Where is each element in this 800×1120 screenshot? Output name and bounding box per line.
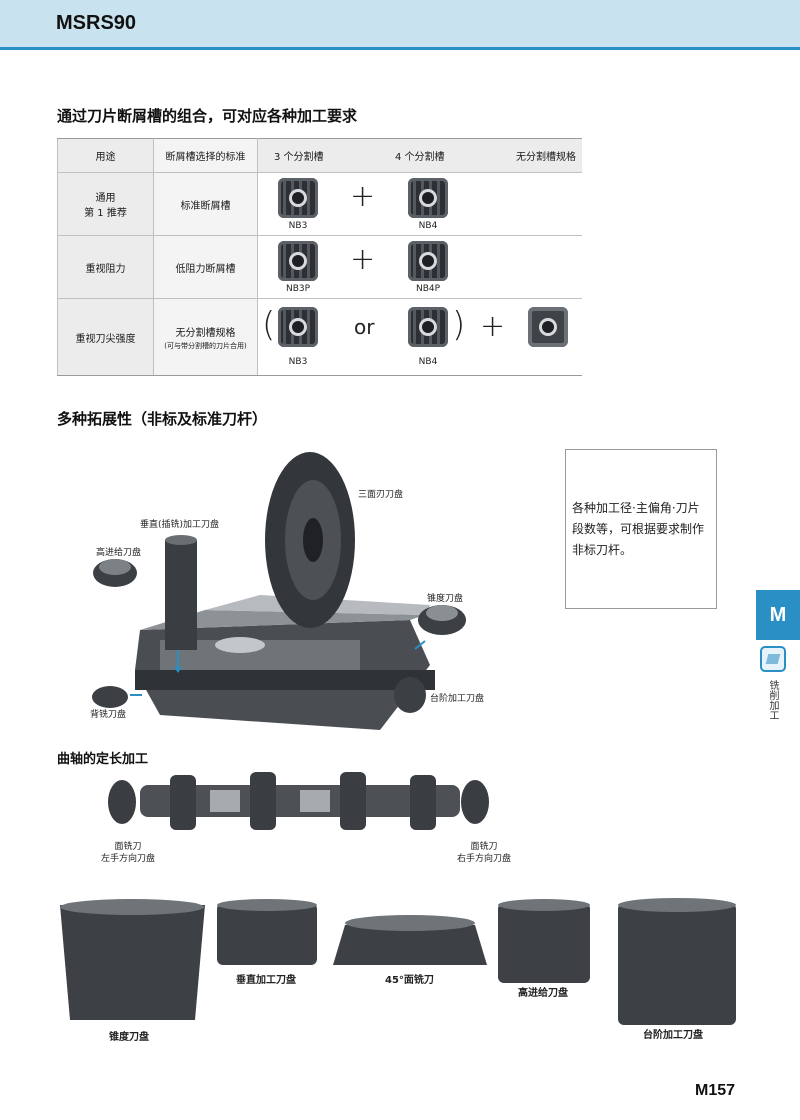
vertical-tool: [165, 540, 197, 650]
right-face-mill: [461, 780, 489, 824]
table-row: 重视阻力 低阻力断屑槽 NB3P + NB4P: [57, 235, 582, 299]
row-standard: 低阻力断屑槽: [153, 235, 258, 299]
insert-label: NB4P: [415, 284, 441, 294]
page-header: MSRS90: [0, 0, 800, 50]
page-title: MSRS90: [56, 12, 137, 34]
gallery-taper-cutter: [60, 905, 205, 1020]
label-vertical-cutter: 垂直(插铣)加工刀盘: [140, 520, 220, 530]
insert-nb3p-image: [278, 241, 318, 281]
row-use: 重视阻力: [57, 235, 154, 299]
header-use: 用途: [57, 138, 154, 173]
row-combo: NB3 + NB4: [257, 172, 582, 236]
label-taper-cutter: 锥度刀盘: [427, 594, 464, 604]
section-tab-m[interactable]: M: [756, 590, 800, 640]
section-title-expansion: 多种拓展性（非标及标准刀杆）: [57, 410, 268, 428]
insert-label: NB4: [418, 221, 438, 231]
row-use: 通用 第 1 推荐: [57, 172, 154, 236]
insert-combination-table: 用途 断屑槽选择的标准 3 个分割槽 4 个分割槽 无分割槽规格 通用 第 1 …: [57, 138, 582, 376]
label-right-line2: 右手方向刀盘: [456, 854, 511, 864]
header-no-groove: 无分割槽规格: [516, 152, 576, 163]
section-tab-label: 铣削加工: [767, 680, 778, 720]
label-high-feed-cutter: 高进给刀盘: [96, 548, 142, 558]
label-right-face-mill: 面铣刀 右手方向刀盘: [444, 841, 524, 865]
insert-no-groove-image: [528, 307, 568, 347]
workpiece-top: [140, 610, 425, 630]
insert-nb4p-image: [408, 241, 448, 281]
header-four-groove: 4 个分割槽: [395, 152, 445, 163]
gallery-45-cutter: [333, 925, 487, 965]
custom-tool-note: 各种加工径·主偏角·刀片段数等，可根据要求制作非标刀杆。: [565, 449, 717, 609]
row-use: 重视刀尖强度: [57, 298, 154, 376]
insert-label: NB3P: [285, 284, 311, 294]
crankshaft-image: [108, 772, 489, 830]
insert-nb4-image: [408, 307, 448, 347]
label-left-face-mill: 面铣刀 左手方向刀盘: [88, 841, 168, 865]
label-gallery-vertical: 垂直加工刀盘: [236, 975, 296, 986]
label-back-cutter: 背铣刀盘: [90, 710, 127, 720]
table-row: 重视刀尖强度 无分割槽规格 (可与带分割槽的刀片合用) ( NB3 or NB4…: [57, 298, 582, 376]
row-use-line1: 通用: [95, 193, 116, 204]
row-standard-note: (可与带分割槽的刀片合用): [164, 341, 247, 350]
back-milling-tool: [92, 686, 128, 708]
plus-sign: +: [480, 309, 506, 344]
plus-sign: +: [350, 242, 376, 277]
row-standard-title: 无分割槽规格: [175, 327, 236, 339]
header-three-groove: 3 个分割槽: [274, 152, 324, 163]
paren-open: (: [262, 305, 276, 345]
label-gallery-45: 45°面铣刀: [385, 975, 434, 986]
label-left-line2: 左手方向刀盘: [100, 854, 155, 864]
plus-sign: +: [350, 179, 376, 214]
label-gallery-step: 台阶加工刀盘: [643, 1030, 703, 1041]
paren-close: ): [452, 305, 466, 345]
table-header-row: 用途 断屑槽选择的标准 3 个分割槽 4 个分割槽 无分割槽规格: [57, 138, 582, 173]
section-title-crankshaft: 曲轴的定长加工: [57, 752, 149, 767]
row-standard: 标准断屑槽: [153, 172, 258, 236]
insert-nb3-image: [278, 178, 318, 218]
insert-label: NB3: [288, 221, 308, 231]
step-milling-tool: [394, 677, 426, 713]
gallery-high-feed-cutter: [498, 903, 590, 983]
row-combo: ( NB3 or NB4 ) +: [257, 298, 582, 376]
insert-label: NB3: [288, 357, 308, 367]
header-standard: 断屑槽选择的标准: [153, 138, 258, 173]
left-face-mill: [108, 780, 136, 824]
insert-nb3-image: [278, 307, 318, 347]
milling-icon: [760, 646, 786, 672]
gallery-vertical-cutter: [217, 903, 317, 965]
row-use-line2: 第 1 推荐: [84, 208, 127, 219]
label-gallery-high-feed: 高进给刀盘: [518, 988, 568, 999]
machining-diagram: [92, 452, 466, 730]
row-standard: 无分割槽规格 (可与带分割槽的刀片合用): [153, 298, 258, 376]
or-text: or: [354, 315, 375, 339]
header-combo: 3 个分割槽 4 个分割槽 无分割槽规格: [257, 138, 582, 173]
insert-label: NB4: [418, 357, 438, 367]
gallery-step-cutter: [618, 903, 736, 1025]
page-number: M157: [695, 1082, 736, 1099]
custom-tool-note-text: 各种加工径·主偏角·刀片段数等，可根据要求制作非标刀杆。: [572, 501, 705, 557]
label-step-cutter: 台阶加工刀盘: [430, 694, 485, 704]
section-title-inserts: 通过刀片断屑槽的组合，可对应各种加工要求: [57, 107, 358, 125]
label-gallery-taper: 锥度刀盘: [109, 1032, 149, 1043]
cutter-gallery: [60, 898, 736, 1025]
label-left-line1: 面铣刀: [114, 842, 142, 852]
insert-nb4-image: [408, 178, 448, 218]
table-row: 通用 第 1 推荐 标准断屑槽 NB3 + NB4: [57, 172, 582, 236]
row-combo: NB3P + NB4P: [257, 235, 582, 299]
label-three-side-cutter: 三面刃刀盘: [358, 490, 404, 500]
label-right-line1: 面铣刀: [470, 842, 498, 852]
